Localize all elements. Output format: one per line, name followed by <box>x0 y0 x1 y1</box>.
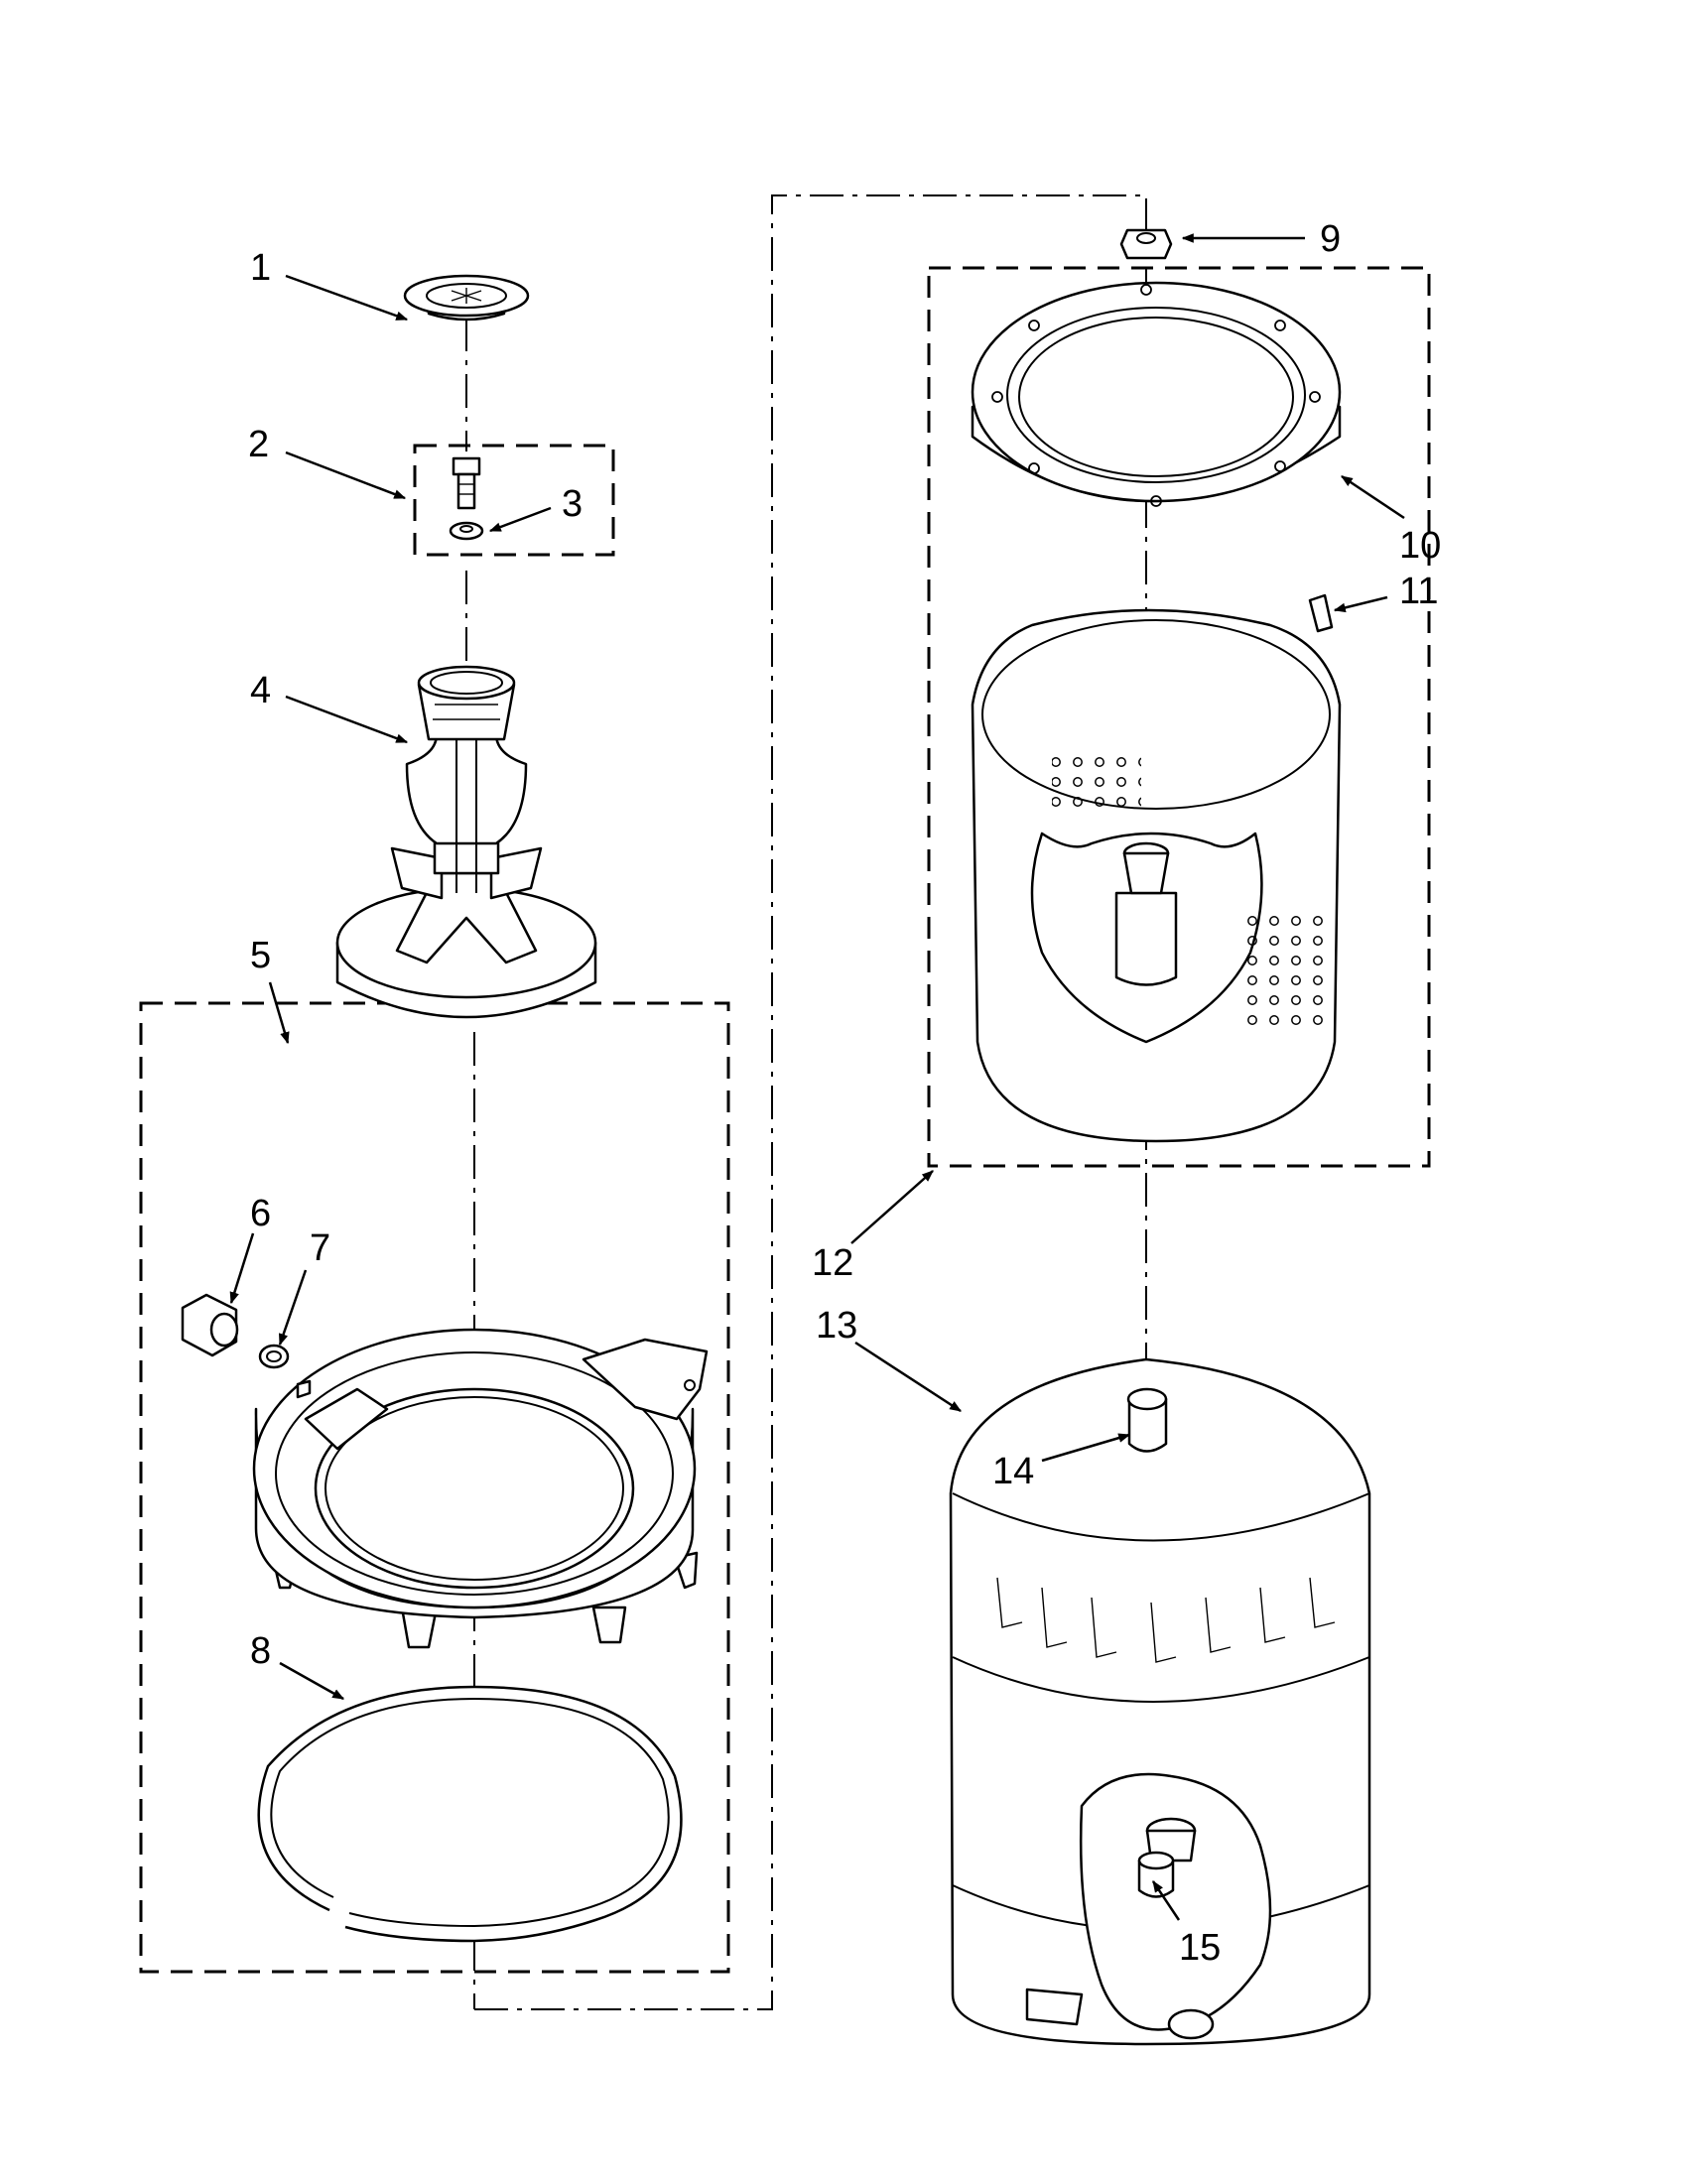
part-14-bearing <box>1126 1387 1168 1453</box>
part-11-clip <box>1308 593 1334 633</box>
part-10-balance-ring <box>971 281 1342 507</box>
part-7-seal <box>258 1344 290 1369</box>
group-box-2 <box>413 444 615 557</box>
callout-labels: 1 2 3 4 5 6 7 8 9 10 11 12 13 14 15 <box>248 218 1441 1969</box>
part-8-ring-band <box>257 1685 683 1943</box>
group-box-12 <box>927 266 1431 1168</box>
part-4-agitator <box>335 665 597 1019</box>
leader-lines <box>229 233 1405 1921</box>
part-2-bolt <box>452 456 481 510</box>
callout-9: 9 <box>1320 218 1341 260</box>
part-15-drain-fitting <box>1137 1851 1175 1898</box>
callout-14: 14 <box>992 1451 1034 1492</box>
part-12-basket <box>971 608 1342 1143</box>
callout-8: 8 <box>250 1630 271 1672</box>
callout-4: 4 <box>250 670 271 711</box>
callout-5: 5 <box>250 935 271 976</box>
part-13-outer-tub <box>949 1357 1371 2046</box>
callout-15: 15 <box>1179 1927 1221 1969</box>
callout-10: 10 <box>1399 525 1441 567</box>
part-5-tub-ring <box>252 1328 709 1649</box>
part-9-nut <box>1119 228 1173 260</box>
callout-12: 12 <box>812 1242 853 1284</box>
callout-6: 6 <box>250 1193 271 1234</box>
part-3-washer <box>449 521 484 541</box>
callout-13: 13 <box>816 1305 857 1347</box>
callout-7: 7 <box>310 1227 330 1269</box>
part-6-cam <box>181 1293 239 1357</box>
callout-2: 2 <box>248 424 269 465</box>
callout-11: 11 <box>1399 571 1438 612</box>
callout-3: 3 <box>562 483 583 525</box>
part-1-agitator-cap <box>403 274 530 321</box>
callout-1: 1 <box>250 247 271 289</box>
